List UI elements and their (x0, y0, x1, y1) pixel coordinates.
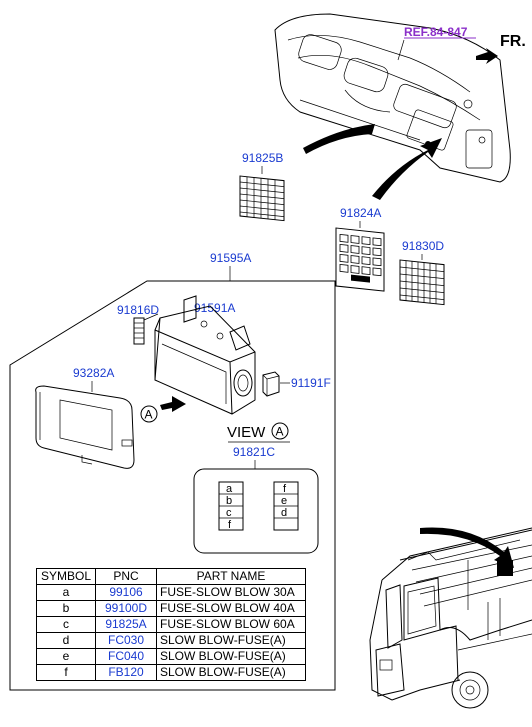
view-marker-circle (271, 422, 289, 440)
fuse-label-sheet-91824A (335, 227, 385, 292)
slot-right-3: d (281, 507, 287, 519)
row-part-name: FUSE-SLOW BLOW 60A (156, 616, 306, 633)
table-header-row: SYMBOL PNC PART NAME (36, 568, 306, 585)
ref-label: REF.84-847 (404, 25, 468, 39)
row-pnc[interactable]: 91825A (95, 616, 157, 633)
slot-left-4: f (228, 519, 232, 531)
label-91824A: 91824A (340, 206, 381, 220)
fuse-label-sheet-91830D (399, 259, 445, 306)
header-symbol: SYMBOL (36, 568, 96, 585)
pointer-arrow-1 (303, 124, 375, 154)
fuse-column-right: f e d (273, 481, 299, 531)
table-row: c 91825A FUSE-SLOW BLOW 60A (36, 616, 306, 633)
slot-left-1: a (226, 483, 233, 495)
relay-91191F (262, 371, 280, 397)
row-symbol: d (36, 632, 96, 649)
table-row: a 99106 FUSE-SLOW BLOW 30A (36, 584, 306, 601)
front-label: FR. (500, 33, 526, 50)
marker-a-label: A (145, 408, 153, 422)
table-row: e FC040 SLOW BLOW-FUSE(A) (36, 648, 306, 665)
label-91816D: 91816D (117, 303, 159, 317)
table-row: f FB120 SLOW BLOW-FUSE(A) (36, 664, 306, 681)
label-91595A: 91595A (210, 251, 251, 265)
row-part-name: SLOW BLOW-FUSE(A) (156, 632, 306, 649)
table-row: d FC030 SLOW BLOW-FUSE(A) (36, 632, 306, 649)
truck-illustration (369, 527, 532, 709)
fuse-box-housing (154, 295, 256, 415)
leader-91816D (143, 313, 159, 321)
label-93282A: 93282A (73, 366, 114, 380)
marker-a-circle (140, 405, 158, 423)
row-part-name: SLOW BLOW-FUSE(A) (156, 648, 306, 665)
row-symbol: a (36, 584, 96, 601)
label-91830D: 91830D (402, 239, 444, 253)
view-marker: A (276, 425, 284, 439)
insert-arrow (160, 396, 186, 412)
header-pnc: PNC (95, 568, 157, 585)
front-arrow (476, 48, 498, 64)
header-part-name: PART NAME (156, 568, 306, 585)
row-symbol: e (36, 648, 96, 665)
row-pnc[interactable]: FB120 (95, 664, 157, 681)
label-91825B: 91825B (242, 151, 283, 165)
slot-left-2: b (226, 495, 232, 507)
slot-right-1: f (283, 483, 287, 495)
assembly-bracket (9, 280, 336, 691)
row-pnc[interactable]: 99100D (95, 600, 157, 617)
row-part-name: SLOW BLOW-FUSE(A) (156, 664, 306, 681)
row-symbol: c (36, 616, 96, 633)
label-91191F: 91191F (291, 376, 331, 390)
row-pnc[interactable]: FC040 (95, 648, 157, 665)
label-91821C: 91821C (233, 445, 275, 459)
slot-left-3: c (226, 507, 232, 519)
parts-table: SYMBOL PNC PART NAME a 99106 FUSE-SLOW B… (36, 568, 306, 681)
ref-leader (397, 39, 405, 61)
fuse-column-left: a b c f (218, 481, 244, 531)
part-91816D (133, 317, 145, 345)
row-symbol: b (36, 600, 96, 617)
dashboard-illustration (274, 13, 511, 183)
slot-right-2: e (281, 495, 287, 507)
row-symbol: f (36, 664, 96, 681)
truck-pointer-arrow (420, 527, 514, 568)
pointer-arrow-2 (372, 138, 442, 200)
fuse-box-cover (35, 385, 135, 469)
label-91591A: 91591A (194, 301, 235, 315)
row-part-name: FUSE-SLOW BLOW 40A (156, 600, 306, 617)
row-pnc[interactable]: FC030 (95, 632, 157, 649)
fuse-layout-panel (193, 468, 319, 554)
row-part-name: FUSE-SLOW BLOW 30A (156, 584, 306, 601)
fuse-label-sheet-91825B (239, 175, 285, 222)
row-pnc[interactable]: 99106 (95, 584, 157, 601)
table-row: b 99100D FUSE-SLOW BLOW 40A (36, 600, 306, 617)
view-title: VIEW (227, 424, 266, 441)
